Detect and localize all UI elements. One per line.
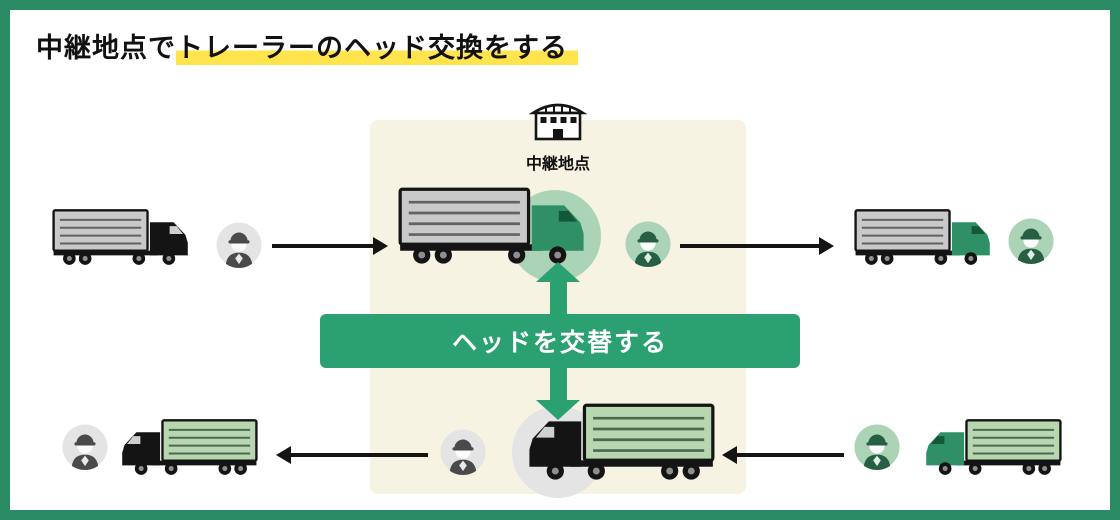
truck-bottom-left [108, 418, 258, 478]
relay-point-label: 中継地点 [525, 156, 590, 173]
driver-avatar-green-3 [854, 424, 900, 470]
warehouse-icon [526, 96, 590, 144]
swap-arrow-up-icon [536, 262, 580, 314]
driver-avatar-gray-1 [216, 222, 262, 268]
truck-top-right [854, 208, 1004, 268]
truck-top-middle [398, 186, 603, 268]
swap-banner: ヘッドを交替する [320, 314, 800, 368]
driver-avatar-gray-2 [62, 424, 108, 470]
driver-avatar-green-2 [1008, 218, 1054, 264]
truck-bottom-right [912, 418, 1062, 478]
flow-arrow-right-2 [680, 237, 834, 255]
title-highlight: トレーラーのヘッド交換をする [176, 33, 578, 65]
driver-avatar-gray-3 [440, 429, 486, 475]
flow-arrow-right-1 [272, 237, 388, 255]
flow-arrow-left-1 [276, 446, 428, 464]
driver-avatar-green-1 [625, 221, 671, 267]
truck-top-left [52, 208, 202, 268]
flow-arrow-left-2 [722, 446, 844, 464]
title-plain: 中継地点で [36, 33, 176, 63]
swap-arrow-down-icon [536, 368, 580, 420]
page-title: 中継地点でトレーラーのヘッド交換をする [36, 26, 578, 65]
truck-bottom-middle [510, 402, 715, 484]
